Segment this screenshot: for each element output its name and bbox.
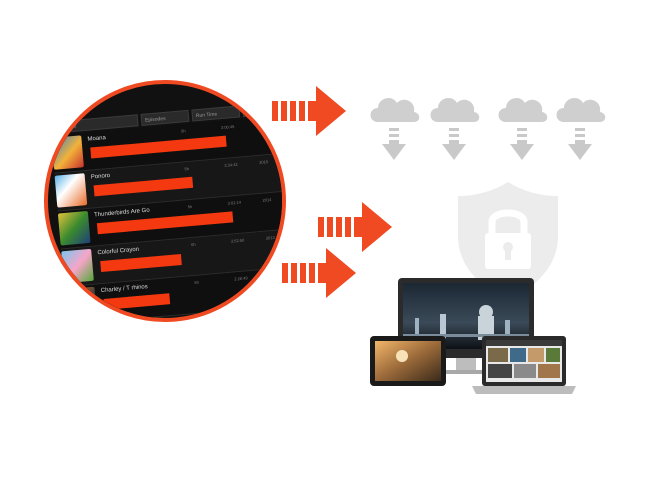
row-title: Moana <box>87 135 107 143</box>
cloud-download-icon <box>494 86 550 170</box>
row-meta: 2013 <box>265 234 275 241</box>
progress-bar <box>100 254 182 273</box>
row-meta: 2:28:49 <box>234 275 248 282</box>
thumbnail-image <box>57 210 91 246</box>
devices-icon <box>360 274 580 404</box>
row-meta: 3:01:14 <box>227 199 242 206</box>
arrow-right-icon <box>318 202 392 252</box>
magnified-app-view: Artist/Title Episodes Run Time Year of R… <box>44 80 286 322</box>
row-meta: 2012 <box>268 272 279 279</box>
progress-bar <box>103 293 171 310</box>
row-meta: 2015 <box>258 159 269 165</box>
thumbnail-image <box>64 286 98 318</box>
row-meta: 6h <box>190 241 196 248</box>
row-meta: 5h <box>194 279 200 285</box>
row-meta: 2014 <box>262 196 272 203</box>
progress-bar <box>90 135 227 159</box>
thumbnail-image <box>51 135 84 170</box>
app-table: Artist/Title Episodes Run Time Year of R… <box>48 84 282 318</box>
cloud-download-icon <box>552 86 608 170</box>
row-meta: 2:34:42 <box>224 161 238 168</box>
row-meta: 2016 <box>256 121 265 127</box>
row-meta: 2:52:50 <box>230 237 245 244</box>
row-meta: 3:00:45 <box>220 123 235 131</box>
thumbnail-image <box>54 173 88 208</box>
cloud-download-icon <box>366 86 422 170</box>
progress-bar <box>93 176 194 197</box>
row-meta: 5h <box>180 128 186 134</box>
arrow-right-icon <box>282 248 356 298</box>
thumbnail-image <box>61 248 94 284</box>
row-meta: 5h <box>187 203 193 210</box>
row-title: Thunderbirds Are Go <box>93 207 150 219</box>
row-meta: 5h <box>184 166 190 172</box>
row-title: Ponoro <box>90 172 111 181</box>
row-title: Colorful Crayon <box>97 246 140 257</box>
cloud-download-icon <box>426 86 482 170</box>
arrow-right-icon <box>272 86 346 136</box>
shield-lock-icon <box>452 178 564 302</box>
row-title: Charley / T rhinos <box>100 284 149 295</box>
